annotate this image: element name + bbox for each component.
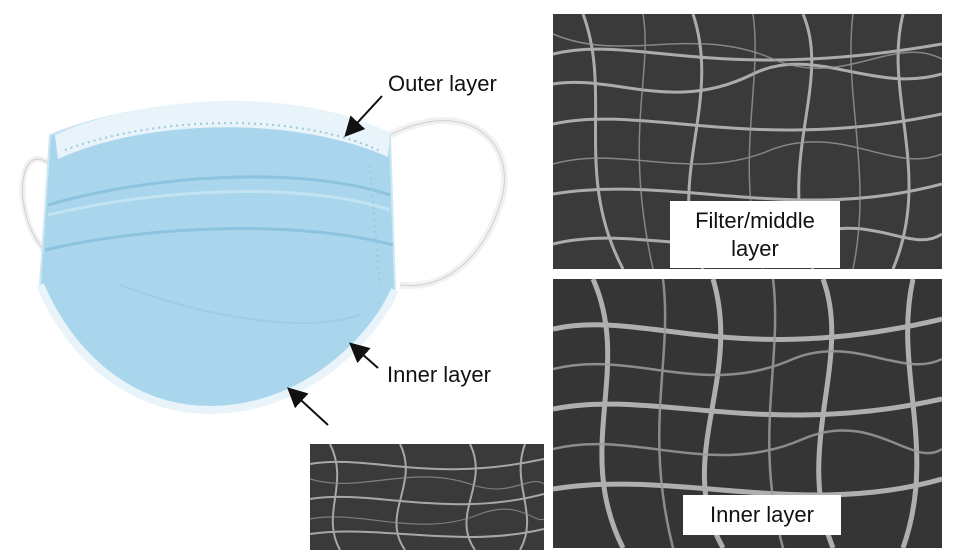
inner-layer-arrow [349, 342, 379, 369]
sem-panel-bottom-left [310, 444, 544, 550]
outer-layer-arrow [344, 95, 383, 137]
inner-layer-caption: Inner layer [683, 495, 841, 535]
caption-line-2: layer [731, 235, 779, 261]
sem-panel-top-right: Filter/middle layer [553, 14, 942, 269]
filter-middle-layer-caption: Filter/middle layer [670, 201, 840, 268]
face-mask-illustration [19, 100, 508, 415]
caption-line-1: Filter/middle [695, 208, 815, 233]
sem-panel-bottom-right: Inner layer [553, 279, 942, 548]
sem-fiber-texture [310, 444, 544, 550]
lower-arrow [287, 387, 329, 426]
annotation-arrows [287, 95, 383, 426]
inner-layer-label: Inner layer [387, 362, 491, 387]
outer-layer-label: Outer layer [388, 71, 497, 96]
